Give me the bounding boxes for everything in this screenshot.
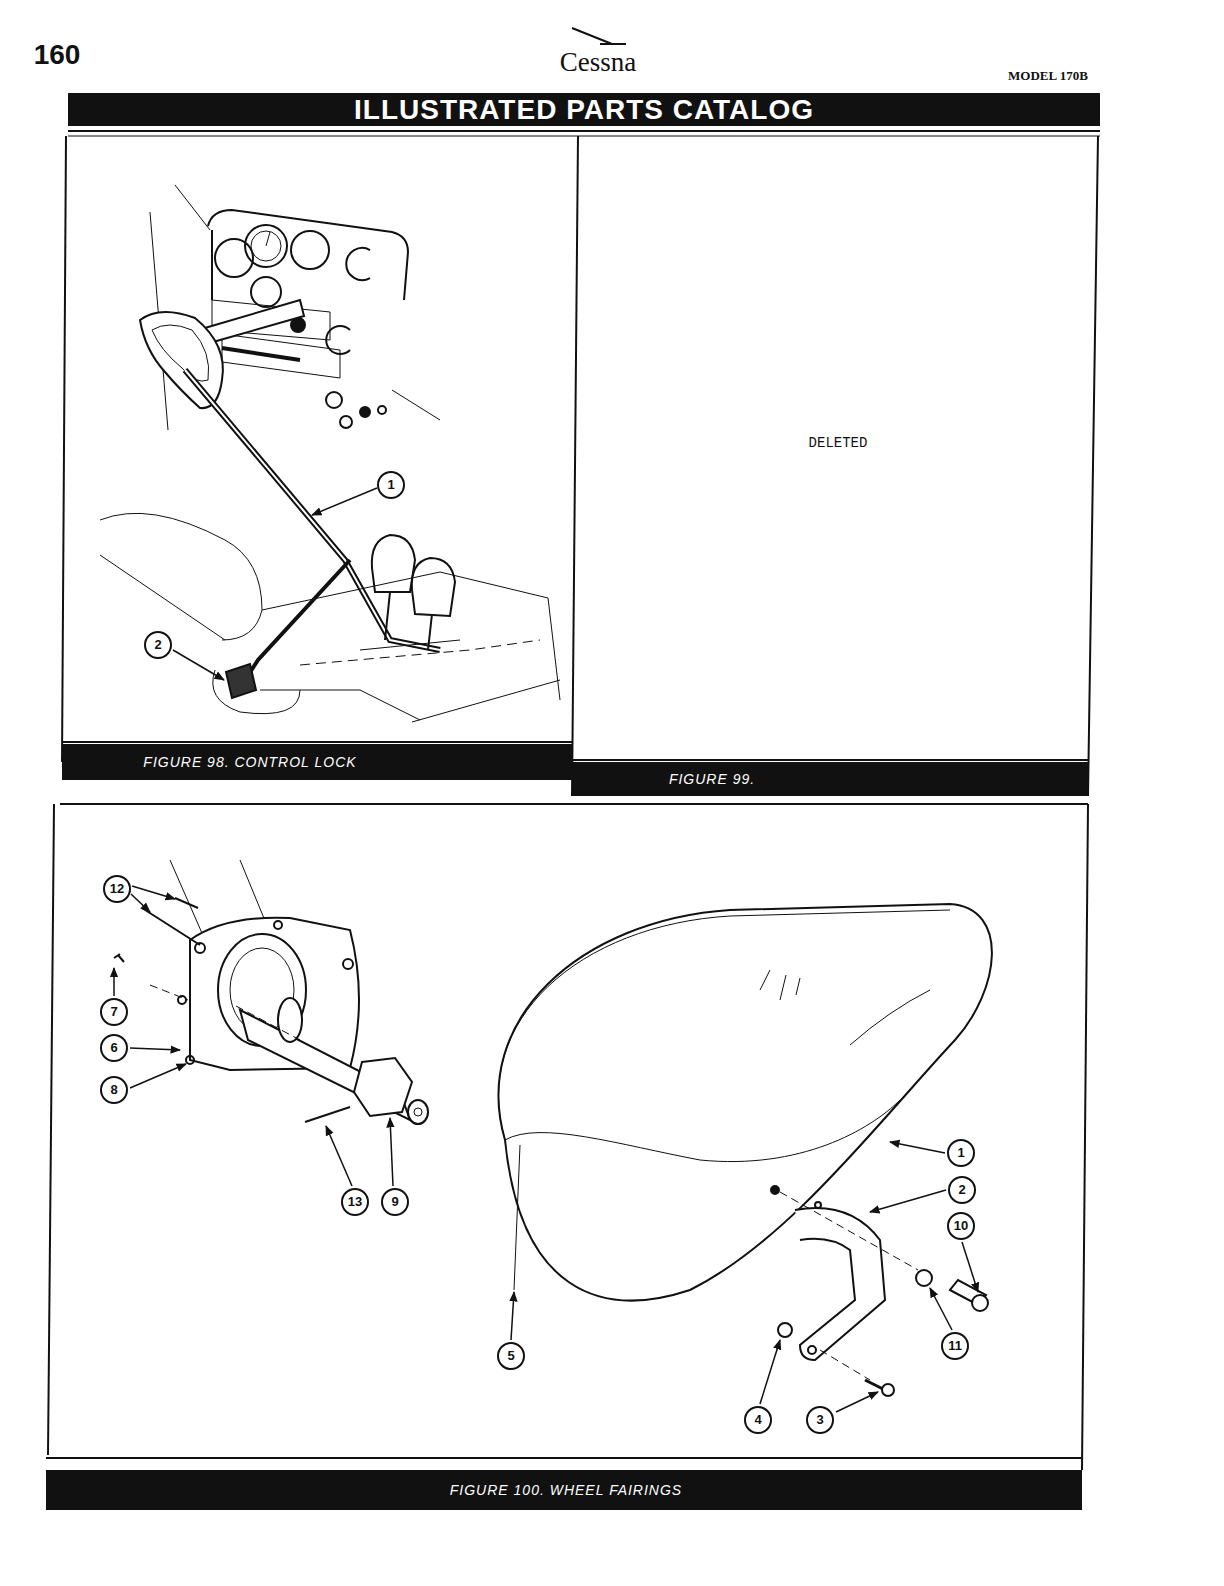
model-name: MODEL 170B (1008, 68, 1088, 84)
callout-number: 8 (100, 1076, 128, 1104)
figure-caption: FIGURE 99. (669, 771, 755, 787)
callout-number: 3 (806, 1406, 834, 1434)
callout-number: 5 (497, 1342, 525, 1370)
brand-logo: Cessna (560, 47, 637, 78)
page-number: 160 (34, 39, 81, 71)
callout-number: 12 (103, 875, 131, 903)
callout-number: 11 (941, 1332, 969, 1360)
callout-number: 1 (947, 1139, 975, 1167)
callout-number: 4 (744, 1406, 772, 1434)
callout-number: 9 (381, 1188, 409, 1216)
callout-number: 10 (947, 1212, 975, 1240)
callout-number: 6 (100, 1034, 128, 1062)
deleted-note: DELETED (809, 435, 868, 451)
callout-number: 2 (144, 631, 172, 659)
callout-number: 7 (100, 998, 128, 1026)
figure-caption: FIGURE 98. CONTROL LOCK (143, 754, 356, 770)
figure-caption: FIGURE 100. WHEEL FAIRINGS (450, 1482, 682, 1498)
page-title: ILLUSTRATED PARTS CATALOG (354, 94, 814, 126)
callout-number: 13 (341, 1188, 369, 1216)
callout-number: 1 (377, 471, 405, 499)
callout-number: 2 (948, 1176, 976, 1204)
